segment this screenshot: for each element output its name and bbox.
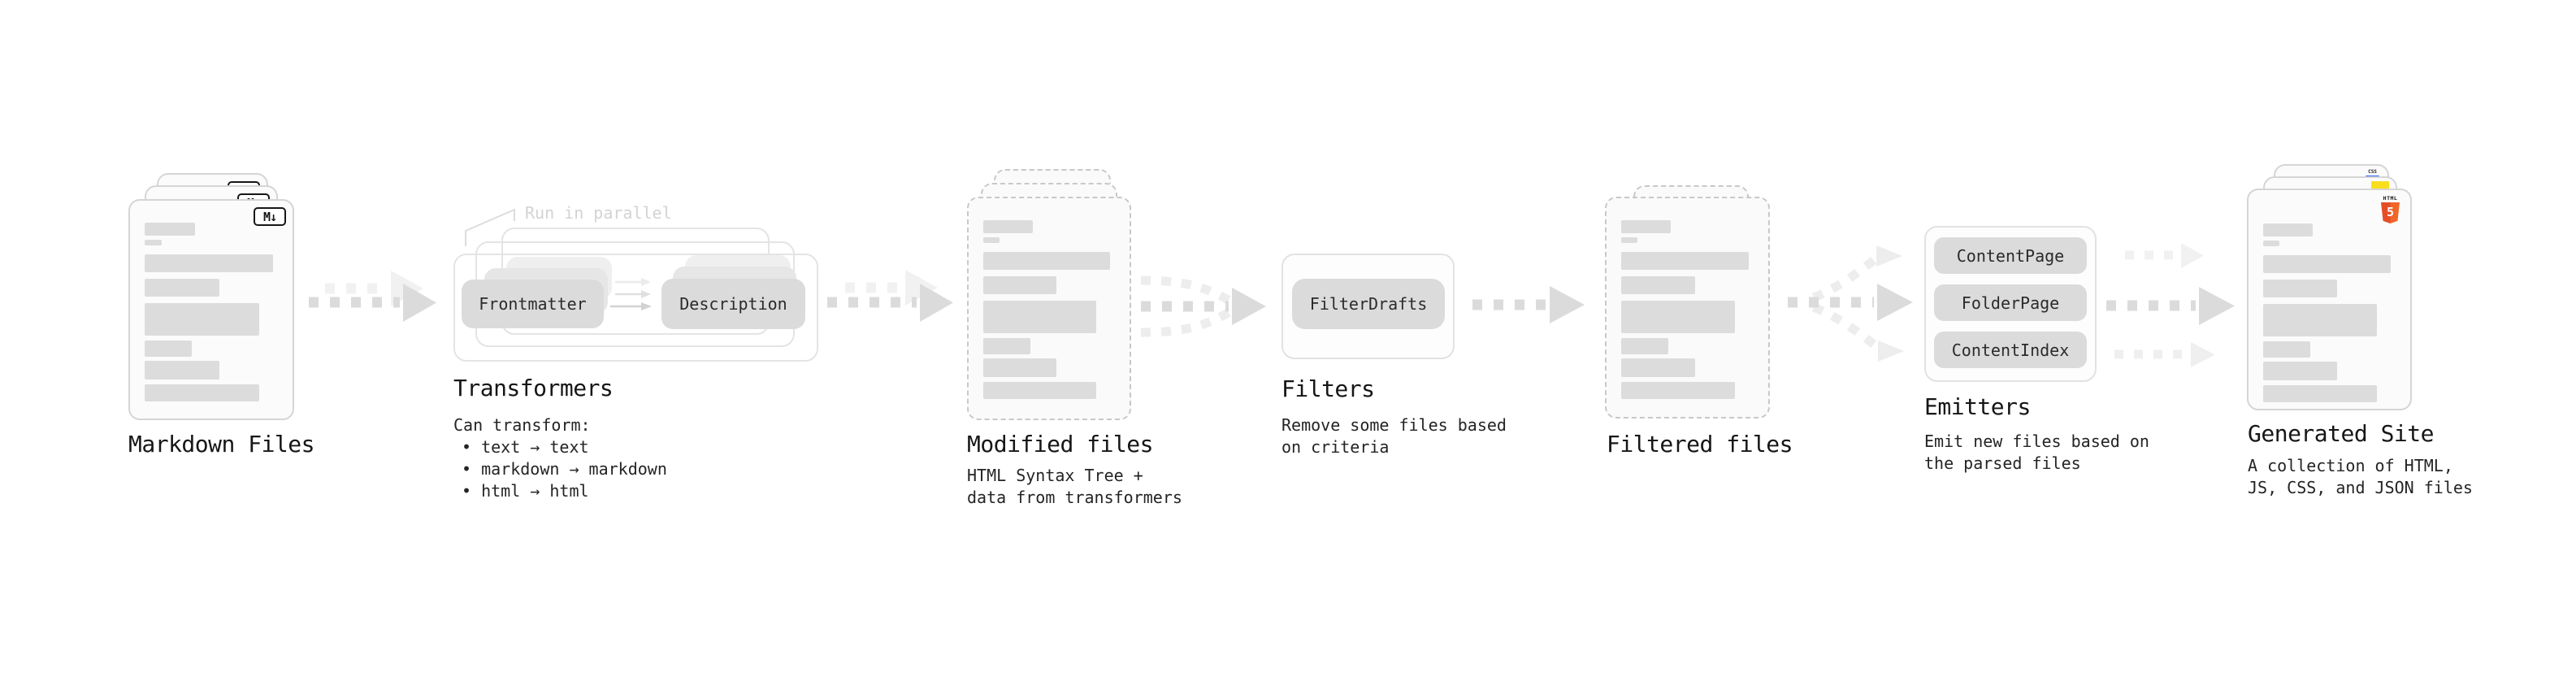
placeholder-bar xyxy=(2263,385,2377,402)
html5-icon-label: HTML xyxy=(2383,195,2398,202)
filter-drafts-step: FilterDrafts xyxy=(1292,279,1445,329)
arrow-transformers-to-modified xyxy=(827,270,953,322)
document-placeholder-lines xyxy=(1621,220,1749,399)
placeholder-bar xyxy=(2263,241,2280,246)
placeholder-bar xyxy=(145,240,162,245)
frontmatter-step: Frontmatter xyxy=(462,280,604,328)
placeholder-bar xyxy=(1621,358,1696,377)
generated-site-title: Generated Site xyxy=(2248,420,2435,447)
placeholder-bar xyxy=(1621,338,1669,354)
filtered-file-card-front xyxy=(1605,197,1770,419)
transformer-frame-front xyxy=(453,254,818,362)
desc-line: JS, CSS, and JSON files xyxy=(2248,478,2473,497)
placeholder-bar xyxy=(145,361,219,380)
desc-line: HTML Syntax Tree + xyxy=(967,466,1143,485)
bullet-item: • text → text xyxy=(462,437,589,457)
placeholder-bar xyxy=(145,384,259,401)
placeholder-bar xyxy=(983,220,1033,233)
folder-page-emitter: FolderPage xyxy=(1934,284,2087,321)
placeholder-bar xyxy=(983,276,1057,294)
desc-line: on criteria xyxy=(1281,437,1390,457)
js-icon xyxy=(2371,181,2389,189)
transformers-bullets: • text → text • markdown → markdown • ht… xyxy=(462,436,667,502)
run-in-parallel-annotation: Run in parallel xyxy=(525,203,672,223)
document-placeholder-lines xyxy=(983,220,1110,399)
document-placeholder-lines xyxy=(2263,223,2391,402)
arrow-emitters-to-generated xyxy=(2106,243,2235,367)
emitters-title: Emitters xyxy=(1924,393,2031,420)
placeholder-bar xyxy=(1621,237,1638,243)
desc-line: Emit new files based on xyxy=(1924,432,2149,451)
placeholder-bar xyxy=(145,340,193,357)
html5-icon: HTML 5 xyxy=(2381,195,2400,223)
filters-title: Filters xyxy=(1281,375,1375,402)
placeholder-bar xyxy=(145,223,195,236)
placeholder-bar xyxy=(2263,223,2314,236)
desc-line: data from transformers xyxy=(967,488,1182,507)
bullet-item: • markdown → markdown xyxy=(462,459,667,479)
placeholder-bar xyxy=(1621,301,1735,333)
placeholder-bar xyxy=(1621,252,1749,270)
placeholder-bar xyxy=(145,254,273,272)
html5-icon-shield: 5 xyxy=(2381,202,2400,223)
modified-file-card-front xyxy=(967,197,1131,420)
desc-line: A collection of HTML, xyxy=(2248,456,2453,475)
transformers-desc-intro: Can transform: xyxy=(453,415,591,435)
filtered-files-title: Filtered files xyxy=(1607,431,1793,458)
transformers-description: Can transform: • text → text • markdown … xyxy=(453,414,667,502)
generated-site-description: A collection of HTML, JS, CSS, and JSON … xyxy=(2248,455,2473,499)
generated-html-card: HTML 5 xyxy=(2247,189,2412,410)
placeholder-bar xyxy=(1621,276,1696,294)
emitters-description: Emit new files based on the parsed files xyxy=(1924,431,2149,475)
placeholder-bar xyxy=(2263,255,2391,273)
bullet-item: • html → html xyxy=(462,481,589,501)
description-step: Description xyxy=(661,279,805,329)
markdown-icon: M↓ xyxy=(254,207,286,226)
placeholder-bar xyxy=(2263,341,2311,358)
modified-files-title: Modified files xyxy=(967,431,1154,458)
placeholder-bar xyxy=(145,279,219,297)
content-index-emitter: ContentIndex xyxy=(1934,332,2087,368)
placeholder-bar xyxy=(983,252,1110,270)
placeholder-bar xyxy=(2263,280,2338,297)
markdown-file-card-front: M↓ xyxy=(128,199,294,420)
arrow-filtered-to-emitters xyxy=(1788,245,1913,362)
placeholder-bar xyxy=(2263,304,2377,336)
placeholder-bar xyxy=(1621,220,1672,233)
run-in-parallel-leader-line xyxy=(465,208,515,246)
placeholder-bar xyxy=(983,382,1096,399)
placeholder-bar xyxy=(1621,382,1735,399)
modified-files-description: HTML Syntax Tree + data from transformer… xyxy=(967,465,1182,509)
placeholder-bar xyxy=(983,338,1030,354)
arrow-modified-to-filters xyxy=(1140,275,1266,337)
css-icon-label: CSS xyxy=(2368,169,2377,175)
arrow-filters-to-filtered xyxy=(1472,286,1585,323)
desc-line: the parsed files xyxy=(1924,453,2081,473)
placeholder-bar xyxy=(983,301,1096,333)
placeholder-bar xyxy=(983,237,1000,243)
placeholder-bar xyxy=(145,303,259,336)
arrow-markdown-to-transformers xyxy=(309,271,436,322)
placeholder-bar xyxy=(983,358,1057,377)
desc-line: Remove some files based xyxy=(1281,415,1507,435)
filters-description: Remove some files based on criteria xyxy=(1281,414,1507,458)
content-page-emitter: ContentPage xyxy=(1934,237,2087,274)
document-placeholder-lines xyxy=(145,223,273,401)
placeholder-bar xyxy=(2263,362,2338,380)
transformer-parallel-arrows xyxy=(610,278,652,310)
transformers-title: Transformers xyxy=(453,375,614,401)
markdown-files-title: Markdown Files xyxy=(128,431,315,458)
